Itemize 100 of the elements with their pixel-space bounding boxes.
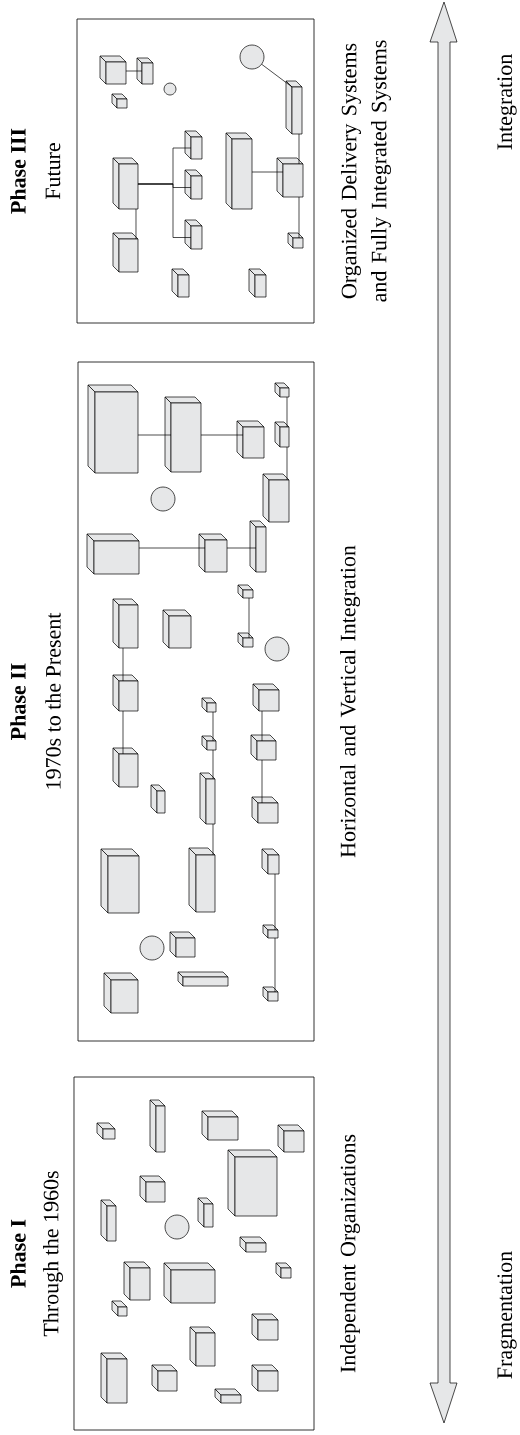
cube — [261, 848, 280, 875]
cube — [249, 520, 267, 573]
cube — [248, 268, 267, 298]
cube — [201, 735, 217, 751]
cube — [199, 772, 216, 825]
connector-line — [122, 647, 124, 682]
cube — [100, 1199, 117, 1242]
cube — [251, 1364, 279, 1392]
cube — [169, 931, 196, 958]
cube — [251, 796, 279, 824]
cube — [184, 130, 203, 160]
connector-line — [135, 208, 137, 240]
connector-line — [137, 183, 192, 238]
cube — [112, 747, 139, 788]
cube — [201, 697, 217, 713]
cube — [225, 132, 253, 210]
connector-line — [298, 196, 300, 239]
cube — [252, 683, 280, 712]
cube — [197, 1197, 214, 1228]
cube — [162, 609, 192, 649]
connector-line — [137, 434, 172, 436]
cube — [177, 971, 229, 987]
period-subtitle: 1970s to the Present — [45, 612, 61, 789]
cube — [112, 674, 139, 712]
period-subtitle: Through the 1960s — [43, 1171, 63, 1337]
connector-line — [298, 133, 300, 165]
cube — [99, 55, 127, 85]
phase-heading: Phase III — [10, 128, 26, 214]
cube — [189, 1326, 216, 1367]
connector-line — [212, 749, 214, 780]
connector-line — [261, 710, 263, 742]
cube — [150, 784, 166, 814]
cube — [123, 1261, 151, 1301]
cube — [112, 232, 139, 273]
cube — [277, 1124, 305, 1153]
connector-line — [122, 710, 124, 755]
connector-line — [138, 547, 206, 549]
connector-line — [261, 63, 293, 88]
period-subtitle: Future — [45, 143, 61, 200]
cube — [96, 1122, 116, 1140]
cube — [111, 1300, 128, 1317]
connector-line — [125, 70, 143, 72]
cube — [103, 972, 139, 1014]
cube — [262, 986, 279, 1002]
circle — [164, 1214, 190, 1240]
connector-line — [226, 547, 257, 549]
cube — [227, 1149, 278, 1217]
connector-line — [251, 171, 284, 173]
cube — [275, 1262, 292, 1279]
stage-caption: Organized Delivery Systems and Fully Integrated Systems — [341, 40, 391, 302]
cube — [171, 268, 190, 298]
cube — [112, 157, 139, 210]
cube — [239, 1236, 267, 1253]
stage-caption: Independent Organizations — [340, 1134, 360, 1373]
cube — [86, 533, 140, 575]
cube — [112, 598, 139, 649]
cube — [87, 384, 139, 474]
cube — [287, 232, 304, 249]
circle — [264, 636, 290, 662]
scale-label: Integration — [497, 54, 517, 150]
cube — [251, 1313, 279, 1341]
connector-line — [261, 759, 263, 804]
cube — [285, 80, 303, 135]
cube — [236, 420, 265, 459]
cube — [198, 533, 228, 573]
connector-line — [274, 937, 276, 993]
phase-heading: Phase II — [10, 663, 26, 740]
cube — [237, 584, 254, 599]
cube — [111, 93, 128, 109]
cube — [250, 734, 277, 761]
cube — [149, 1099, 166, 1153]
connector-line — [274, 873, 276, 931]
cube — [276, 157, 304, 198]
cube — [201, 1110, 239, 1141]
circle — [150, 486, 176, 512]
connector-line — [286, 446, 288, 481]
cube — [136, 57, 154, 85]
cube — [188, 847, 216, 913]
stage-caption: Horizontal and Vertical Integration — [340, 545, 360, 858]
cube — [237, 632, 254, 648]
circle — [239, 44, 265, 70]
phase-heading: Phase I — [10, 1219, 26, 1288]
cube — [184, 169, 203, 200]
circle — [139, 935, 165, 961]
cube — [164, 396, 202, 473]
scale-label: Fragmentation — [497, 1251, 517, 1379]
connector-line — [212, 823, 214, 856]
connector-line — [248, 597, 250, 639]
cube — [100, 848, 140, 914]
cube — [139, 1175, 166, 1203]
connector-line — [212, 711, 214, 742]
cube — [214, 1388, 242, 1404]
connector-line — [286, 396, 288, 428]
cube — [262, 473, 290, 523]
cube — [184, 219, 203, 250]
cube — [274, 421, 290, 448]
cube — [151, 1364, 178, 1392]
cube — [100, 1352, 128, 1404]
cube — [262, 924, 279, 939]
connector-line — [200, 434, 244, 436]
